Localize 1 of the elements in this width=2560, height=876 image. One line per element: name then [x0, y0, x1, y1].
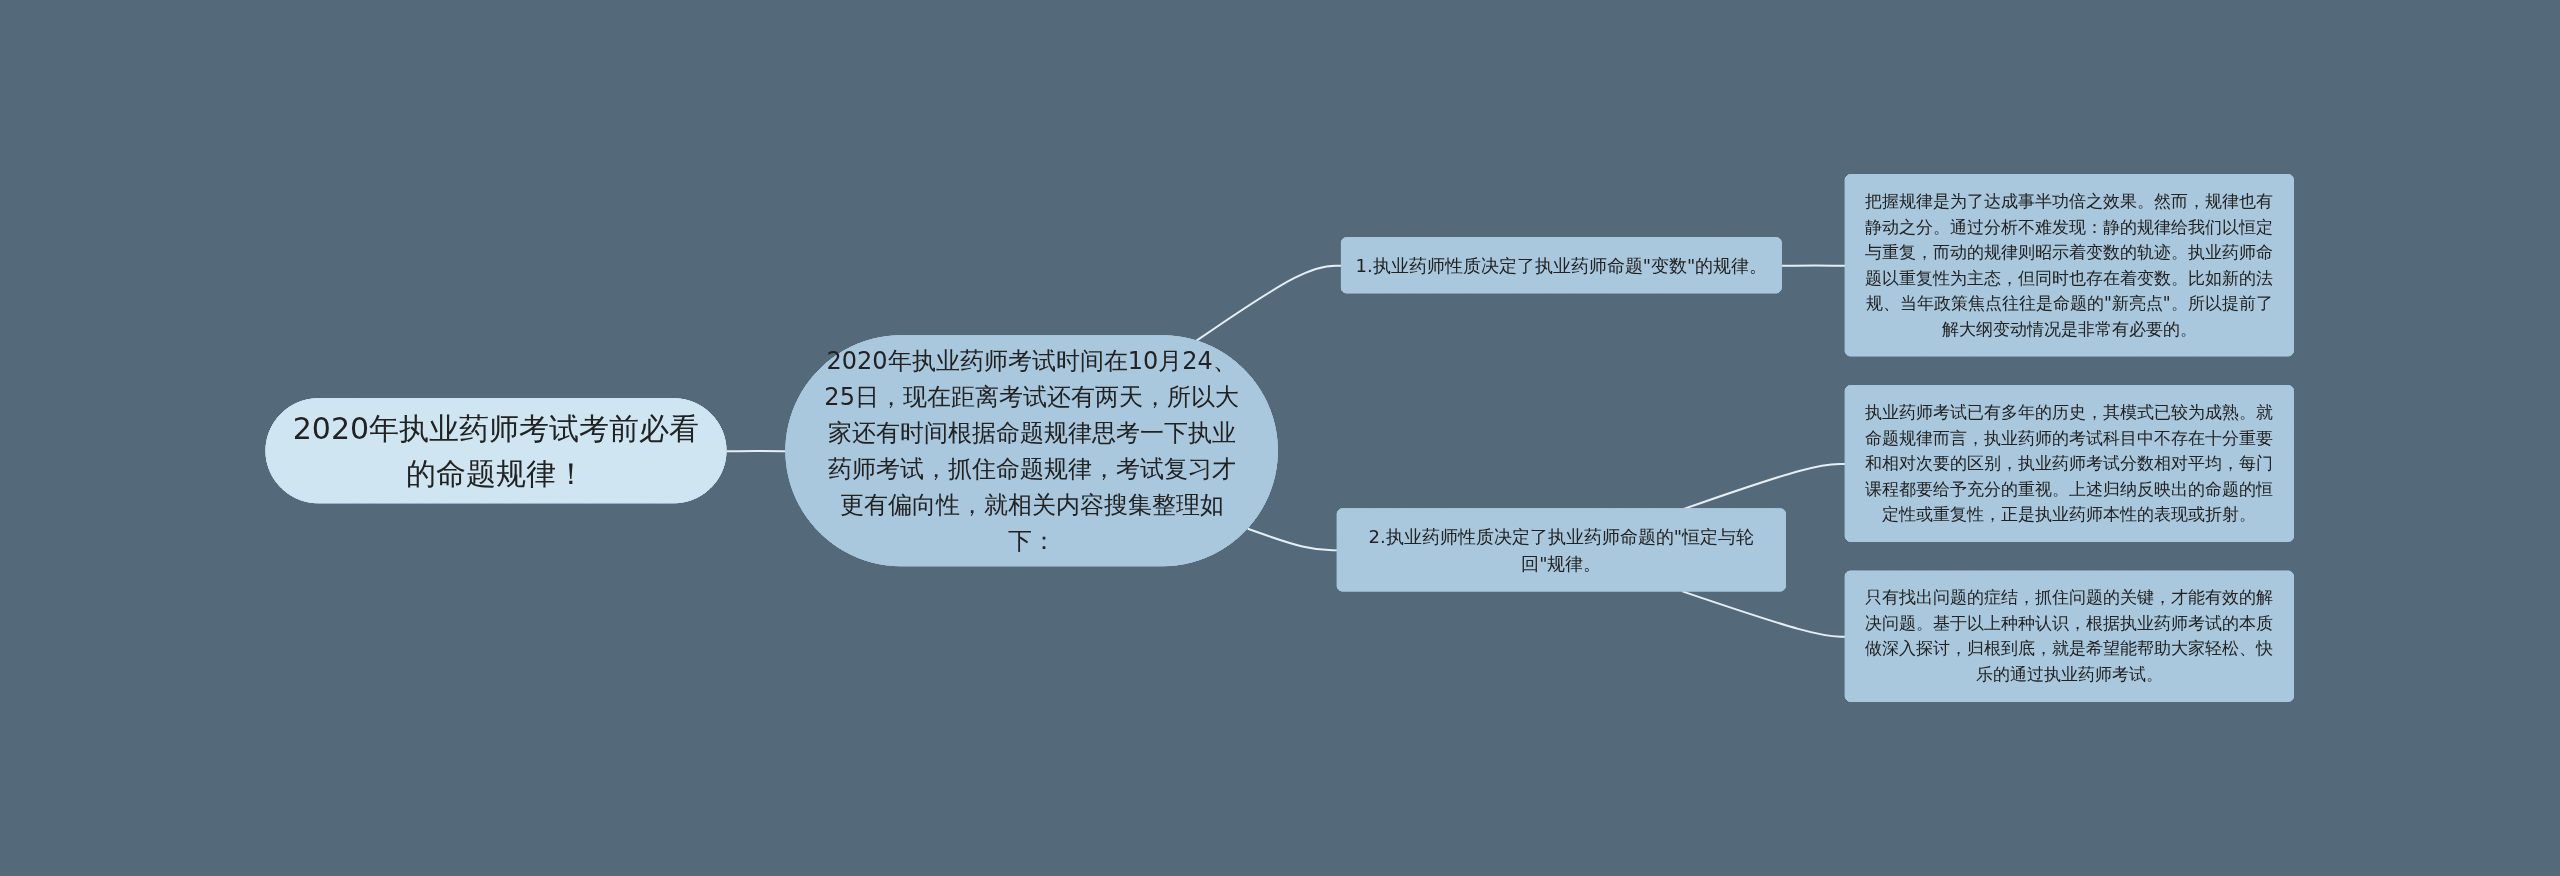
connector — [725, 449, 788, 453]
